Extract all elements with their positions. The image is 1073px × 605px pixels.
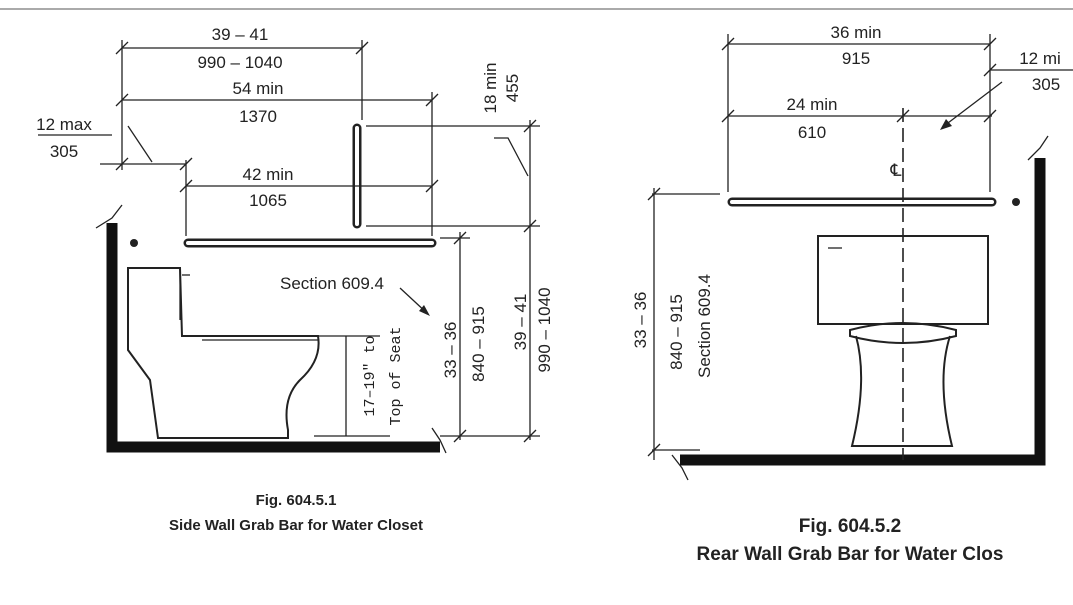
fig1-leader-18 (494, 137, 529, 177)
fig1-leader-section-arrow (419, 305, 430, 316)
fig2-leader-12 (943, 81, 1003, 127)
fig1-toilet (127, 267, 320, 439)
fig1-label-39-41-vertical: 39 – 41 (511, 294, 530, 351)
fig1-label-39-41: 39 – 41 (212, 25, 269, 44)
fig1-label-990-1040-vertical: 990 – 1040 (535, 287, 554, 372)
fig2-ticks (647, 37, 997, 457)
fig2-bracket (1012, 198, 1020, 206)
fig2-label-12-min: 12 mi (1019, 49, 1061, 68)
fig1-floor-break (431, 427, 447, 454)
fig2-wall (680, 158, 1046, 466)
fig2-label-305: 305 (1032, 75, 1060, 94)
fig2-label-24-min: 24 min (786, 95, 837, 114)
fig1-label-1065: 1065 (249, 191, 287, 210)
fig1-label-12-max: 12 max (36, 115, 92, 134)
fig1-label-seat-height: 17–19" to (362, 335, 379, 416)
fig2-label-36-min: 36 min (830, 23, 881, 42)
fig2-caption-number: Fig. 604.5.2 (799, 516, 901, 537)
fig2-toilet-bowl (850, 335, 954, 447)
fig1-label-54-min: 54 min (232, 79, 283, 98)
fig2-leader-12-arrow (940, 119, 952, 130)
fig2-centerline-label: ℄ (890, 161, 902, 180)
fig1-label-section: Section 609.4 (280, 274, 384, 293)
fig1-label-33-36: 33 – 36 (441, 322, 460, 379)
fig2-label-section: Section 609.4 (695, 274, 714, 378)
fig2-toilet-seat (849, 322, 957, 344)
fig2-label-840-915: 840 – 915 (667, 294, 686, 370)
fig1-label-840-915: 840 – 915 (469, 306, 488, 382)
fig1-label-305: 305 (50, 142, 78, 161)
fig1-bracket (130, 239, 138, 247)
fig1-label-42-min: 42 min (242, 165, 293, 184)
fig2-floor-break (671, 454, 689, 481)
fig1-wall (106, 223, 440, 453)
figure-side-wall: 39 – 41 990 – 1040 54 min 1370 12 max 30… (36, 25, 554, 534)
fig2-label-915: 915 (842, 49, 870, 68)
fig1-label-1370: 1370 (239, 107, 277, 126)
fig1-label-18-min: 18 min (481, 62, 500, 113)
fig2-caption-title: Rear Wall Grab Bar for Water Clos (697, 544, 1004, 565)
fig2-label-33-36: 33 – 36 (631, 292, 650, 349)
fig1-label-990-1040: 990 – 1040 (197, 53, 282, 72)
fig1-label-455: 455 (503, 74, 522, 102)
fig2-label-610: 610 (798, 123, 826, 142)
fig2-wall-break (1027, 135, 1049, 161)
fig1-caption-title: Side Wall Grab Bar for Water Closet (169, 517, 423, 534)
fig1-wall-break (95, 204, 123, 229)
fig1-label-top-of-seat: Top of Seat (388, 326, 405, 425)
fig1-leader-12 (127, 125, 153, 163)
fig1-caption-number: Fig. 604.5.1 (256, 492, 337, 509)
figure-rear-wall: ℄ 36 min 915 12 mi 305 24 min 610 33 – (631, 23, 1073, 565)
